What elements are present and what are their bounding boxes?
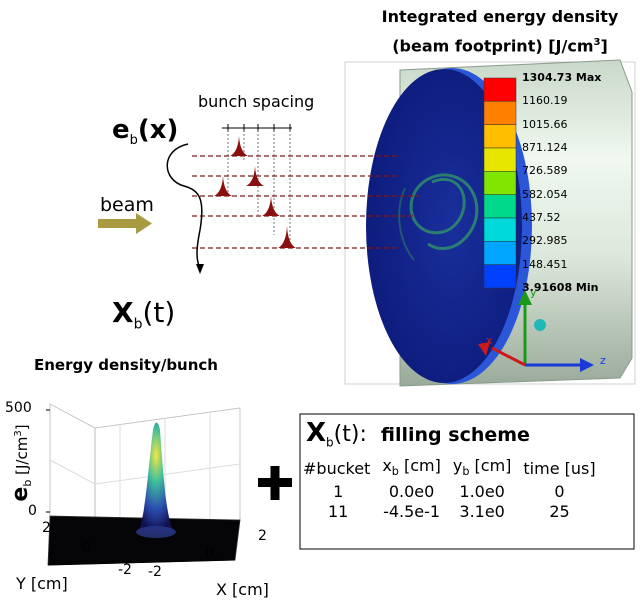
plus-sign [258,466,292,500]
xb-of-t-label: Xb(t) [112,296,176,333]
col-time: time [us] [523,459,596,479]
colorbar-label: 437.52 [522,211,561,224]
colorbar-label: 871.124 [522,141,568,154]
colorbar-label: 582.054 [522,187,568,201]
axis-triad [478,290,594,372]
z-axis-label: eb [J/cm3] [8,424,34,502]
colorbar-label: 292.985 [522,234,568,248]
colorbar-segment [483,264,517,289]
main-title-line1: Integrated energy density [381,7,619,26]
filling-scheme-title: Xb(t): filling scheme [306,418,530,450]
colorbar-segment [483,217,517,242]
colorbar-label: 1304.73 Max [522,71,602,84]
cell-bucket: 1 [333,482,344,502]
bunch-schematic [98,124,420,274]
cell-time: 0 [554,482,565,502]
z-tick-zero: 0 [28,503,37,519]
inset-plot-title: Energy density/bunch [34,356,218,374]
y-tick-0: 0 [82,540,91,556]
eb-of-x-label: eb(x) [112,115,179,149]
triad-z-label: z [600,354,606,367]
table-row: 11 -4.5e-1 3.1e0 25 [300,502,602,522]
y-tick-neg2: -2 [118,562,132,578]
col-bucket: #bucket [303,459,371,479]
triad-y-label: y [530,286,537,299]
x-axis-label: X [cm] [216,580,269,599]
x-tick-2: 2 [258,528,267,544]
table-row: 1 0.0e0 1.0e0 0 [300,482,602,502]
colorbar-segment [483,77,517,102]
colorbar-segment [483,171,517,195]
y-tick-2: 2 [42,520,51,536]
z-tick-max: 500 [5,400,32,416]
triad-x-label: x [486,334,493,347]
table-header-row: #bucket xb [cm] yb [cm] time [us] [300,456,602,482]
x-tick-0: 0 [205,546,214,562]
cell-xb: -4.5e-1 [383,502,441,522]
colorbar [483,77,517,289]
cylinder-visualization [344,59,636,387]
colorbar-segment [483,124,517,149]
main-title-line2: (beam footprint) [J/cm3] [392,36,608,56]
filling-scheme-box [299,413,635,550]
cell-time: 25 [549,502,570,522]
col-yb: yb [cm] [452,456,512,479]
colorbar-label: 1015.66 [522,117,568,131]
col-xb: xb [cm] [382,456,441,479]
beam-footprint-trace [409,173,479,250]
cell-xb: 0.0e0 [388,482,435,502]
cylinder-face [366,69,522,383]
main-title: Integrated energy density (beam footprin… [360,4,640,59]
x-tick-neg2: -2 [148,564,162,580]
cell-yb: 1.0e0 [459,482,505,502]
filling-scheme-table: #bucket xb [cm] yb [cm] time [us] 1 0.0e… [300,456,602,522]
colorbar-label: 1160.19 [522,94,568,108]
colorbar-segment [483,101,517,125]
colorbar-label: 726.589 [522,164,568,178]
bunch-spacing-label: bunch spacing [198,92,315,111]
cell-yb: 3.1e0 [459,502,505,522]
inset-3d-plot [46,403,241,566]
colorbar-segment [483,147,517,172]
colorbar-segment [483,194,517,219]
colorbar-label: 148.451 [522,257,568,271]
y-axis-label: Y [cm] [16,574,68,593]
cell-bucket: 11 [327,502,349,522]
colorbar-label: 3.91608 Min [522,281,599,294]
beam-label: beam [100,194,154,216]
colorbar-segment [483,241,517,265]
